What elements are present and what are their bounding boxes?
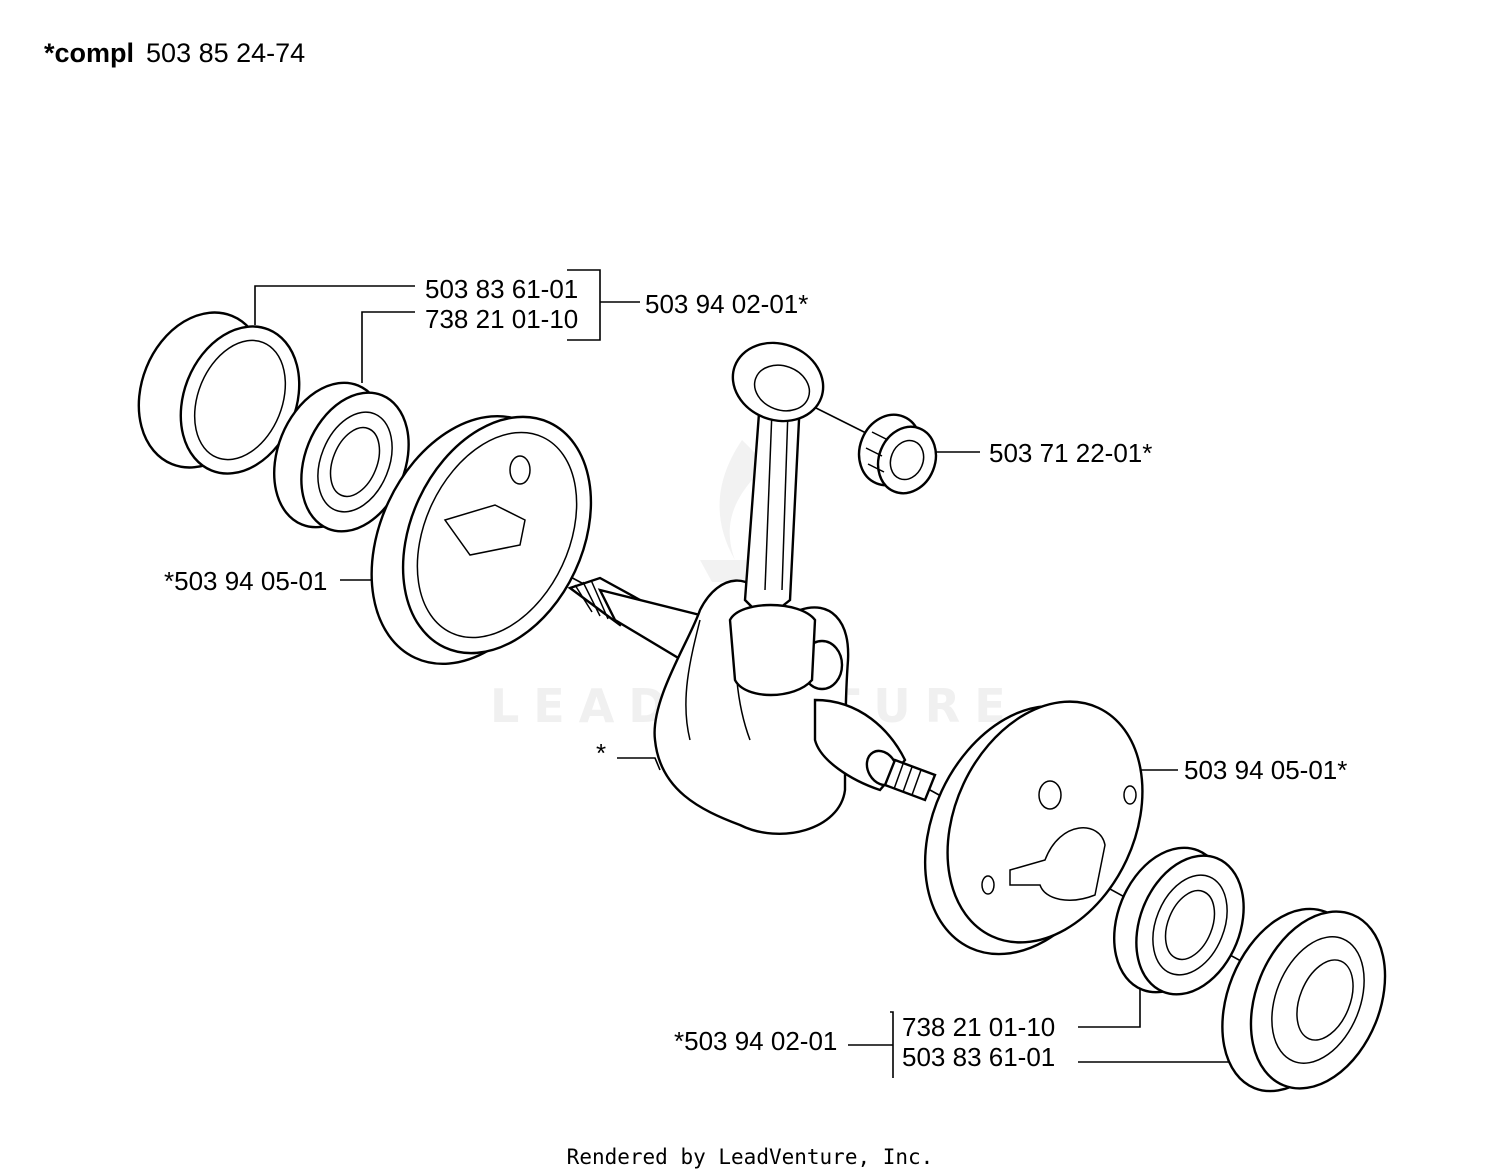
callout-right-counterweight: 503 94 05-01* [1184,755,1347,785]
callout-bottom-ball-bearing: 738 21 01-10 [902,1012,1055,1042]
callout-labels: 503 83 61-01 738 21 01-10 503 94 02-01* … [164,274,1347,1072]
needle-bearing [857,413,938,495]
callout-left-counterweight: *503 94 05-01 [164,566,327,596]
callout-needle-bearing: 503 71 22-01* [989,438,1152,468]
callout-crankshaft: * [596,738,606,768]
counterweight-left [370,414,593,666]
ball-bearing-top [272,381,410,533]
callout-bottom-kit: *503 94 02-01 [674,1026,837,1056]
callout-top-kit: 503 94 02-01* [645,289,808,319]
footer-credit: Rendered by LeadVenture, Inc. [567,1145,934,1169]
callout-bottom-bearing-sleeve: 503 83 61-01 [902,1042,1055,1072]
assembly-prefix: *compl [44,38,134,68]
counterweight-right [923,700,1144,956]
assembly-title: *compl 503 85 24-74 [44,38,305,68]
bearing-sleeve-top [137,311,301,475]
assembly-number: 503 85 24-74 [146,38,305,68]
callout-top-bearing-sleeve: 503 83 61-01 [425,274,578,304]
callout-top-ball-bearing: 738 21 01-10 [425,304,578,334]
ball-bearing-bottom [1112,846,1245,996]
bearing-sleeve-bottom [1221,907,1387,1093]
connecting-rod [728,341,825,697]
